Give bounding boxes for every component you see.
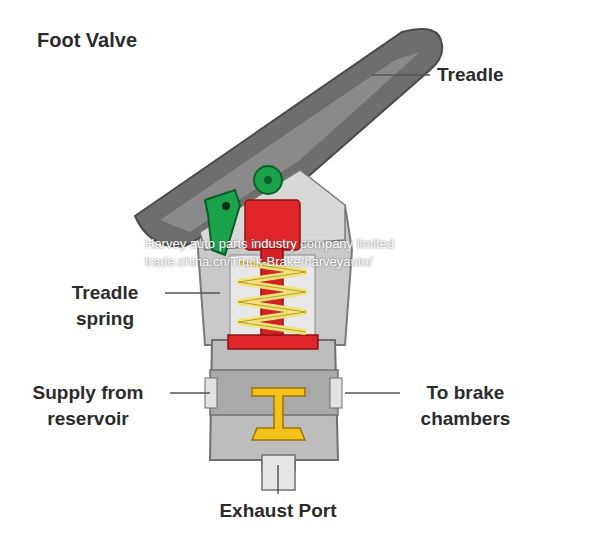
watermark: Harvey auto parts industry company limit… bbox=[145, 236, 394, 252]
inlet-exhaust-valve bbox=[252, 388, 305, 440]
watermark: trade.china.cn/Truck-Brake/harveyauto/ bbox=[145, 254, 372, 270]
leader-line bbox=[372, 74, 430, 76]
part-label: Supply from reservoir bbox=[8, 380, 168, 432]
lever-pin bbox=[222, 202, 230, 210]
valve-body bbox=[210, 340, 338, 470]
leader-line bbox=[345, 392, 400, 394]
part-label: Treadle spring bbox=[55, 280, 155, 332]
part-label: To brake chambers bbox=[403, 380, 528, 432]
delivery-port bbox=[330, 378, 342, 408]
spring-edge bbox=[238, 262, 306, 332]
leader-line bbox=[165, 292, 220, 294]
piston bbox=[228, 335, 318, 349]
leader-line bbox=[170, 392, 210, 394]
roller-pin bbox=[264, 176, 272, 184]
leader-line bbox=[277, 465, 279, 494]
treadle-spring bbox=[238, 262, 306, 332]
diagram-title: Foot Valve bbox=[37, 27, 137, 53]
part-label: Exhaust Port bbox=[198, 498, 358, 524]
roller bbox=[254, 166, 282, 194]
part-label: Treadle bbox=[437, 62, 504, 88]
